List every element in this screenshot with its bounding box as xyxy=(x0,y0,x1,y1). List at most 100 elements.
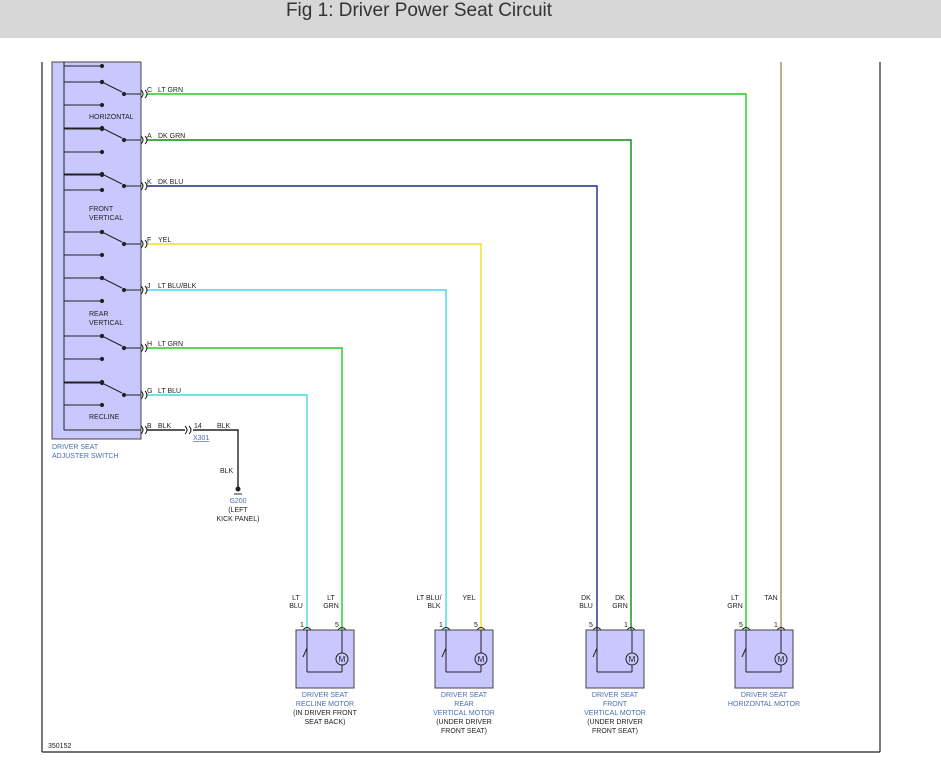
m3-loc-2: FRONT SEAT) xyxy=(592,728,638,735)
switch-contact-part xyxy=(99,63,105,69)
m4-pin-left: 5 xyxy=(739,622,743,629)
pin-a: A xyxy=(147,133,152,140)
motor-pin-chevron xyxy=(592,627,602,631)
pin-h: H xyxy=(147,341,152,348)
wire-label-g: LT BLU xyxy=(158,388,181,395)
switch-contact-part xyxy=(101,382,123,394)
wire-label-c: LT GRN xyxy=(158,87,183,94)
m4-wire-left-2: GRN xyxy=(727,603,743,610)
m2-wire-left-1: LT BLU/ xyxy=(416,595,441,602)
switch-contact-part xyxy=(101,277,123,289)
wire-j-lt-blu-blk xyxy=(147,289,447,630)
m1-wire-left-2: BLU xyxy=(289,603,303,610)
section-front-2: VERTICAL xyxy=(89,215,123,222)
wires xyxy=(147,62,782,630)
pin-chevron xyxy=(140,135,148,145)
recline-motor: M xyxy=(295,629,355,689)
wire-blk-ground xyxy=(193,429,239,488)
m1-loc-2: SEAT BACK) xyxy=(305,719,346,726)
motor-m-2: M xyxy=(478,655,485,664)
diagram-frame xyxy=(41,62,881,753)
pin-c: C xyxy=(147,87,152,94)
page-title: Fig 1: Driver Power Seat Circuit xyxy=(285,0,553,21)
pin-chevron xyxy=(140,239,148,249)
motor-pin-chevron xyxy=(741,627,751,631)
motor-pin-chevron xyxy=(441,627,451,631)
connector-x301: 14 BLK X301 xyxy=(184,423,231,442)
m4-wire-left-1: LT xyxy=(731,595,739,602)
pin-chevron xyxy=(140,89,148,99)
x301-wire: BLK xyxy=(217,423,231,430)
m2-name-2: REAR xyxy=(454,701,473,708)
motor-pin-chevron xyxy=(476,627,486,631)
m4-name-2: HORIZONTAL MOTOR xyxy=(728,701,800,708)
wire-f-yel xyxy=(147,243,482,630)
m2-wire-left-2: BLK xyxy=(427,603,441,610)
m1-loc-1: (IN DRIVER FRONT xyxy=(293,710,358,717)
switch-contact-part xyxy=(101,173,123,185)
wire-label-k: DK BLU xyxy=(158,179,183,186)
m1-pin-left: 1 xyxy=(300,622,304,629)
ground-location-2: KICK PANEL) xyxy=(216,516,259,523)
motor-labels: LT BLU LT GRN 1 5 LT BLU/ BLK YEL 1 5 DK… xyxy=(289,595,778,629)
switch-contact-part xyxy=(99,149,105,155)
pin-j: J xyxy=(147,283,151,290)
motor-pin-chevron xyxy=(337,627,347,631)
pin-k: K xyxy=(147,179,152,186)
wire-a-dk-grn xyxy=(147,139,632,630)
m2-pin-right: 5 xyxy=(474,622,478,629)
m2-name-1: DRIVER SEAT xyxy=(441,692,488,699)
x301-label[interactable]: X301 xyxy=(193,435,209,442)
wire-label-b: BLK xyxy=(158,423,172,430)
m3-pin-right: 1 xyxy=(624,622,628,629)
pin-g: G xyxy=(147,388,152,395)
switch-contact-part xyxy=(101,335,123,347)
ground-name: G200 xyxy=(229,498,246,505)
m2-name-3: VERTICAL MOTOR xyxy=(433,710,495,717)
switch-label-2: ADJUSTER SWITCH xyxy=(52,453,119,460)
adjuster-switch xyxy=(51,61,142,440)
m4-name-1: DRIVER SEAT xyxy=(741,692,788,699)
switch-contact-part xyxy=(101,231,123,243)
m4-wire-right-1: TAN xyxy=(764,595,777,602)
motor-pin-chevron xyxy=(302,627,312,631)
motor-pin-chevron xyxy=(626,627,636,631)
figure-id: 350152 xyxy=(48,743,71,750)
m3-name-2: FRONT xyxy=(603,701,628,708)
rear-vertical-motor: M xyxy=(434,629,494,689)
pin-chevrons xyxy=(140,89,148,435)
m3-wire-right-2: GRN xyxy=(612,603,628,610)
motor-names: DRIVER SEAT RECLINE MOTOR (IN DRIVER FRO… xyxy=(293,692,800,735)
pin-f: F xyxy=(147,237,151,244)
m2-loc-2: FRONT SEAT) xyxy=(441,728,487,735)
switch-contacts xyxy=(64,63,141,408)
m3-name-1: DRIVER SEAT xyxy=(592,692,639,699)
wire-label-f: YEL xyxy=(158,237,171,244)
circuit-labels: C LT GRN A DK GRN K DK BLU F YEL J LT BL… xyxy=(147,87,197,430)
switch-contact-part xyxy=(101,81,123,93)
m3-wire-left-2: BLU xyxy=(579,603,593,610)
section-rear-2: VERTICAL xyxy=(89,320,123,327)
switch-contact-part xyxy=(99,356,105,362)
pin-chevron xyxy=(140,181,148,191)
switch-contact-part xyxy=(99,252,105,258)
m1-pin-right: 5 xyxy=(335,622,339,629)
pin-chevron xyxy=(140,425,148,435)
wire-g-lt-blu xyxy=(147,394,308,630)
title-bar: Fig 1: Driver Power Seat Circuit xyxy=(0,0,941,38)
wire-k-dk-blu xyxy=(147,185,598,630)
motor-pin-chevron xyxy=(776,627,786,631)
ground-location-1: (LEFT xyxy=(228,507,248,514)
m3-wire-left-1: DK xyxy=(581,595,591,602)
switch-label-1: DRIVER SEAT xyxy=(52,444,99,451)
wire-label-h: LT GRN xyxy=(158,341,183,348)
wire-h-lt-grn xyxy=(147,347,343,630)
front-vertical-motor: M xyxy=(585,629,645,689)
horizontal-motor: M xyxy=(734,629,794,689)
switch-contact-part xyxy=(99,402,105,408)
pin-chevron xyxy=(140,390,148,400)
m1-wire-right-2: GRN xyxy=(323,603,339,610)
pin-b: B xyxy=(147,423,152,430)
pin-chevron xyxy=(140,343,148,353)
